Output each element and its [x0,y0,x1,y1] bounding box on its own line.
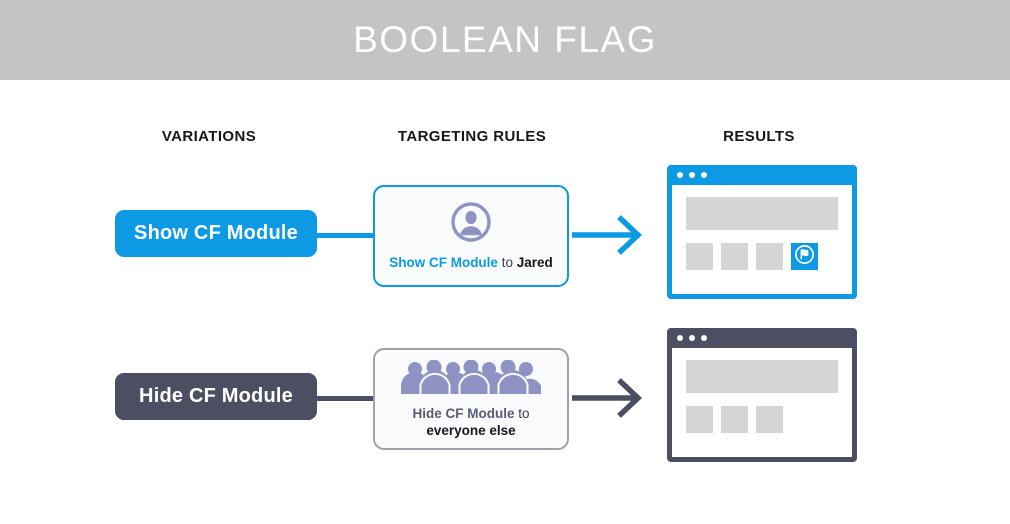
page-header: BOOLEAN FLAG [0,0,1010,80]
browser-content-hide [672,348,852,457]
rule-flag-name: Show CF Module [389,255,498,270]
result-browser-window-show [667,165,857,299]
page-title: BOOLEAN FLAG [353,19,657,60]
browser-dot-icon [677,172,683,178]
flag-rule-row-show: Show CF Module Show CF Module to Jared [0,135,1010,335]
single-person-icon [450,201,492,248]
variation-pill-hide-cf-module[interactable]: Hide CF Module [115,373,317,420]
rule-conjunction: to [501,255,513,270]
browser-titlebar-show [667,165,857,185]
content-placeholder-block [686,197,838,230]
variation-pill-label: Hide CF Module [139,385,293,407]
arrow-right-icon-hide [572,374,650,422]
flag-rule-row-hide: Hide CF Module [0,298,1010,498]
targeting-rule-card-show[interactable]: Show CF Module to Jared [373,185,569,287]
content-tile [756,243,783,270]
column-headings: VARIATIONS TARGETING RULES RESULTS [0,128,1010,148]
browser-dot-icon [689,172,695,178]
crowd-of-people-icon [401,359,541,399]
rule-conjunction: to [518,405,530,421]
column-heading-results: RESULTS [723,128,795,145]
browser-dot-icon [677,335,683,341]
content-tile [686,243,713,270]
content-tile [721,243,748,270]
content-tile-row [686,243,818,270]
targeting-rule-text-hide: Hide CF Module to everyone else [412,405,529,439]
targeting-rule-card-hide[interactable]: Hide CF Module to everyone else [373,348,569,450]
content-tile-row [686,406,783,433]
content-tile [686,406,713,433]
content-tile [756,406,783,433]
feature-flag-tile[interactable] [791,243,818,270]
targeting-rule-text-show: Show CF Module to Jared [389,254,553,271]
connector-line-variation-to-rule [300,396,376,401]
browser-dot-icon [689,335,695,341]
browser-content-show [672,185,852,294]
rule-target-audience: Jared [516,255,553,270]
browser-dot-icon [701,172,707,178]
rule-flag-name: Hide CF Module [412,405,515,421]
connector-line-variation-to-rule [300,233,376,238]
variation-pill-label: Show CF Module [134,222,298,244]
content-placeholder-block [686,360,838,393]
column-heading-targeting-rules: TARGETING RULES [397,128,547,145]
result-browser-window-hide [667,328,857,462]
content-tile [721,406,748,433]
variation-pill-show-cf-module[interactable]: Show CF Module [115,210,317,257]
browser-titlebar-hide [667,328,857,348]
browser-dot-icon [701,335,707,341]
feature-flag-icon [794,244,815,270]
rule-target-audience: everyone else [426,422,516,438]
column-heading-variations: VARIATIONS [161,128,257,145]
arrow-right-icon-show [572,211,650,259]
